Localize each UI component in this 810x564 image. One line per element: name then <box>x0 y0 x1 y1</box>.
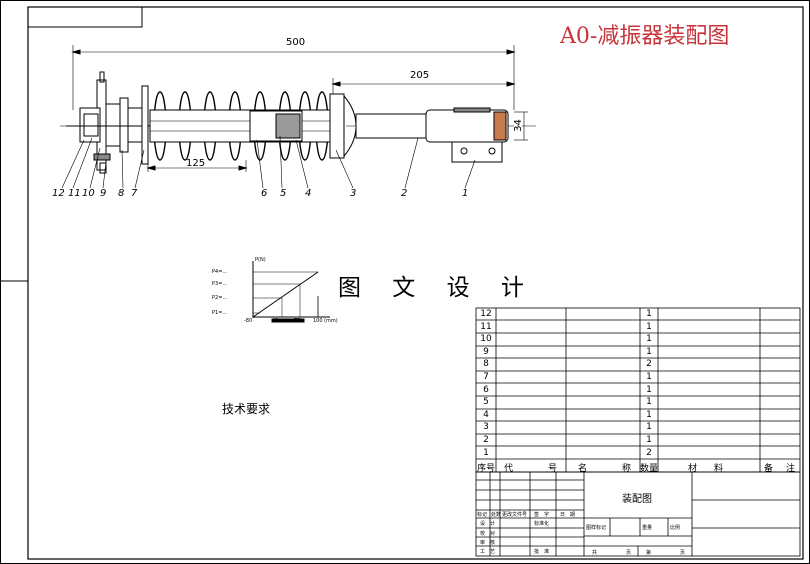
bom-row-number: 4 <box>483 409 489 420</box>
bom-row-number: 8 <box>483 359 489 370</box>
bom-header-qty: 数量 <box>640 464 659 474</box>
tb-label-sheet: 第 <box>646 550 652 556</box>
bom-row-number: 10 <box>480 334 492 345</box>
bom-row-qty: 2 <box>646 359 652 370</box>
tb-label-count: 处数 <box>491 512 502 518</box>
bom-header-note-2: 注 <box>786 464 796 474</box>
graph-tick-1: 40 <box>272 318 279 324</box>
bom-header-code-2: 号 <box>548 464 558 474</box>
bom-header-no: 序号 <box>476 464 495 474</box>
dimension-diameter: 34 <box>512 119 524 132</box>
bom-header-note-1: 备 <box>764 464 774 474</box>
bom-header-name-2: 称 <box>622 464 632 474</box>
drawing-border <box>27 6 804 560</box>
bom-row-qty: 1 <box>646 372 652 382</box>
tb-label-process-2: 艺 <box>490 549 496 555</box>
bom-header-code-1: 代 <box>504 464 514 474</box>
dimension-rod: 205 <box>410 70 430 81</box>
bom-row-number: 11 <box>480 321 492 332</box>
tb-label-approve-2: 准 <box>544 549 550 555</box>
tb-label-review-2: 核 <box>490 540 496 546</box>
drawing-name: 装配图 <box>622 494 652 505</box>
bom-row-number: 1 <box>483 447 489 458</box>
technical-requirements: 技术要求 <box>222 402 271 416</box>
callout-1: 1 <box>462 188 469 199</box>
tb-label-sign-2: 字 <box>544 512 550 518</box>
tb-label-total: 共 <box>592 550 598 556</box>
bom-header-name-1: 名 <box>578 464 588 474</box>
bom-row-qty: 1 <box>646 321 652 332</box>
corner-box <box>27 6 143 28</box>
graph-y-unit: P(N) <box>255 257 266 263</box>
tb-label-pages-1: 页 <box>626 550 632 556</box>
bom-row-qty: 1 <box>646 309 652 319</box>
tb-label-mark: 标记 <box>477 512 488 518</box>
callout-7: 7 <box>131 188 138 199</box>
tb-label-check-2: 对 <box>490 531 496 537</box>
tb-label-date-1: 日 <box>560 512 566 518</box>
tb-label-standard: 标准化 <box>534 521 550 527</box>
dimension-overall: 500 <box>286 37 306 48</box>
bom-row-qty: 2 <box>646 447 652 458</box>
force-label-p1: P1=... <box>212 310 228 316</box>
tb-label-sign-1: 签 <box>534 512 540 518</box>
tb-label-review-1: 审 <box>480 540 486 546</box>
force-label-p3: P3=... <box>212 281 228 287</box>
tb-label-change-doc: 更改文件号 <box>502 512 528 518</box>
graph-x-unit: (mm) <box>324 318 338 324</box>
bom-row-number: 7 <box>483 372 489 382</box>
bom-row-qty: 1 <box>646 384 652 395</box>
design-banner: 图 文 设 计 <box>338 275 536 301</box>
tb-label-weight: 重量 <box>642 525 653 531</box>
tb-label-check-1: 校 <box>480 531 486 537</box>
dimension-spring: 125 <box>186 158 206 169</box>
bom-row-number: 5 <box>483 397 489 408</box>
tb-label-approve-1: 批 <box>534 549 540 555</box>
graph-tick-3: 100 <box>313 318 323 324</box>
bom-row-qty: 1 <box>646 346 652 357</box>
bom-row-qty: 1 <box>646 422 652 433</box>
graph-tick-0: -80 <box>244 318 253 324</box>
tb-label-process-1: 工 <box>480 549 486 555</box>
callout-12: 12 <box>52 188 65 199</box>
bom-header-mat-1: 材 <box>688 464 698 474</box>
bom-row-number: 9 <box>483 346 489 357</box>
callout-2: 2 <box>401 188 408 199</box>
callout-8: 8 <box>118 188 125 199</box>
shock-absorber <box>60 45 536 189</box>
bom-row-number: 2 <box>483 435 489 445</box>
callout-11: 11 <box>68 188 81 199</box>
bom-row-number: 3 <box>483 422 489 433</box>
bom-table <box>475 307 801 473</box>
bom-row-number: 12 <box>480 309 492 319</box>
bom-row-qty: 1 <box>646 334 652 345</box>
title-block <box>475 471 801 557</box>
force-graph <box>252 261 330 323</box>
tb-label-scale: 比例 <box>670 525 681 531</box>
callout-4: 4 <box>305 188 312 199</box>
tb-label-design-2: 计 <box>490 521 496 527</box>
bom-row-qty: 1 <box>646 409 652 420</box>
drawing-title: A0-减振器装配图 <box>560 24 730 49</box>
bom-header-mat-2: 料 <box>714 464 724 474</box>
tb-label-design-1: 设 <box>480 521 486 527</box>
callout-6: 6 <box>261 188 268 199</box>
force-label-p2: P2=... <box>212 295 228 301</box>
tb-label-date-2: 期 <box>570 512 576 518</box>
bom-row-qty: 1 <box>646 435 652 445</box>
tb-label-pages-2: 页 <box>680 550 686 556</box>
bom-row-qty: 1 <box>646 397 652 408</box>
bom-row-number: 6 <box>483 384 489 395</box>
force-label-p4: P4=... <box>212 269 228 275</box>
tb-label-drawing-mark: 图样标记 <box>586 525 607 531</box>
callout-9: 9 <box>100 188 107 199</box>
callout-3: 3 <box>350 188 357 199</box>
callout-5: 5 <box>280 188 287 199</box>
graph-tick-2: 75 <box>294 318 301 324</box>
callout-10: 10 <box>82 188 95 199</box>
